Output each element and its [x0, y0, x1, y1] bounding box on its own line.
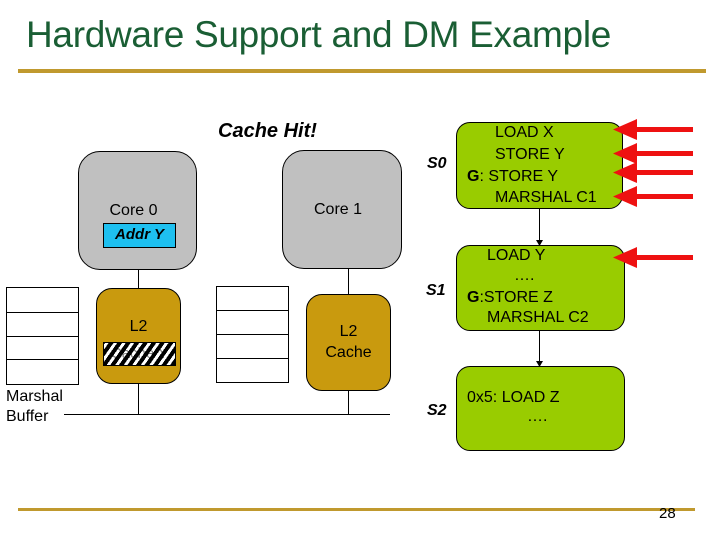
arrowhead-s1 [536, 240, 543, 246]
core-0-label: Core 0 [109, 202, 158, 219]
l2-label: L2 Cache [325, 323, 372, 361]
interconnect-bus [64, 414, 390, 415]
buffer-row [217, 311, 288, 335]
footer-rule [18, 508, 695, 511]
address-tag: Addr Y [103, 223, 176, 248]
red-arrow-icon [613, 186, 693, 207]
instruction: MARSHAL C2 [487, 309, 589, 326]
state-box-s2: 0x5: LOAD Z …. [456, 366, 625, 451]
instruction: LOAD X [495, 124, 554, 141]
l2-right-down-link [348, 391, 349, 414]
buffer-row [217, 335, 288, 359]
instruction: G:STORE Z [467, 289, 553, 306]
marshal-buffer-label: Marshal Buffer [6, 388, 63, 425]
slide-title: Hardware Support and DM Example [26, 14, 612, 55]
state-label-s1: S1 [426, 282, 446, 299]
buffer-row [217, 287, 288, 311]
buffer-row [7, 288, 78, 313]
red-arrow-icon [613, 247, 693, 268]
hatched-entry-label: Cache Y [110, 345, 169, 362]
state-label-s0: S0 [427, 155, 447, 172]
s0-s1-link [539, 209, 540, 242]
instruction: …. [514, 267, 535, 284]
state-box-s0: LOAD X STORE Y G: STORE Y MARSHAL C1 [456, 122, 623, 209]
arrowhead-s2 [536, 361, 543, 367]
instruction: 0x5: LOAD Z [467, 389, 560, 406]
instruction: MARSHAL C1 [495, 189, 597, 206]
hatched-cache-entry: Cache Y [103, 342, 176, 366]
core-1-label: Core 1 [313, 201, 363, 218]
l2-label: L2 [129, 318, 148, 335]
l2-cache-core0: L2 Cache Y [96, 288, 181, 384]
page-number: 28 [659, 505, 676, 522]
red-arrow-icon [613, 162, 693, 183]
l2-cache-core1: L2 Cache [306, 294, 391, 391]
title-underline [18, 69, 706, 73]
red-arrow-icon [613, 119, 693, 140]
red-arrow-icon [613, 143, 693, 164]
buffer-row [7, 313, 78, 337]
red-arrows [613, 119, 693, 268]
core0-l2-link [138, 270, 139, 288]
core1-l2-link [348, 269, 349, 295]
state-label-s2: S2 [427, 402, 447, 419]
core-0: Core 0 Addr Y [78, 151, 197, 270]
l2-left-down-link [138, 384, 139, 415]
instruction: LOAD Y [487, 247, 546, 264]
core-1: Core 1 [282, 150, 402, 269]
instruction: G: STORE Y [467, 168, 558, 185]
instruction: …. [527, 408, 548, 425]
s1-s2-link [539, 331, 540, 363]
marshal-buffer-core1 [216, 286, 289, 383]
buffer-row [7, 337, 78, 360]
instruction: STORE Y [495, 146, 565, 163]
state-box-s1: LOAD Y …. G:STORE Z MARSHAL C2 [456, 245, 625, 331]
marshal-buffer-core0 [6, 287, 79, 385]
cache-hit-annotation: Cache Hit! [218, 120, 317, 142]
